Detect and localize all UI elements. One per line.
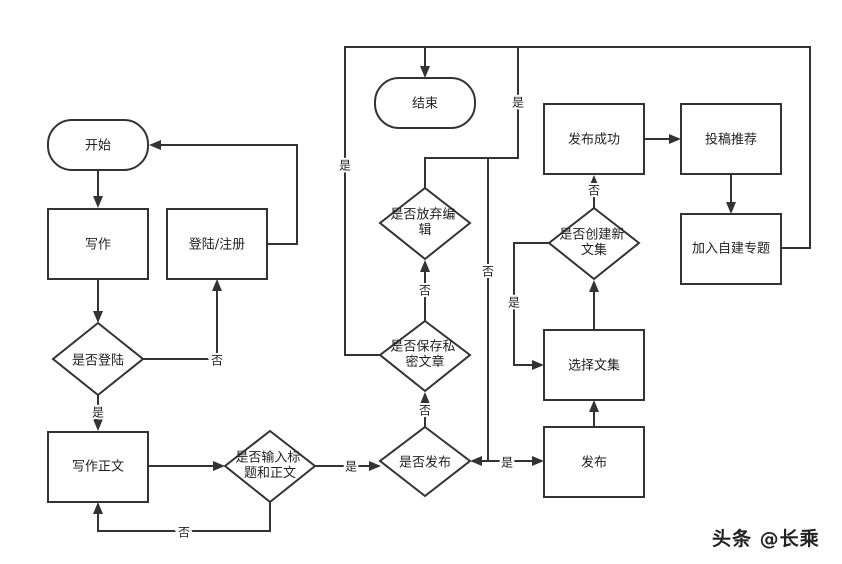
node-is-logged-in: 是否登陆 — [51, 321, 145, 397]
arrowhead — [369, 461, 381, 471]
node-select-collection-label: 选择文集 — [568, 358, 620, 374]
node-write-body-label: 写作正文 — [72, 460, 124, 475]
node-login-register: 登陆/注册 — [166, 208, 268, 280]
edge-label-no: 否 — [419, 404, 431, 418]
node-login-register-label: 登陆/注册 — [189, 237, 245, 253]
arrowhead — [532, 360, 544, 370]
node-write-body: 写作正文 — [47, 431, 149, 503]
node-write: 写作 — [47, 208, 149, 280]
edge-abandon-check-yes — [424, 46, 519, 188]
arrowhead — [213, 461, 225, 471]
node-publish-success-label: 发布成功 — [568, 132, 620, 148]
edge-title-check-no — [97, 502, 271, 532]
arrowhead — [589, 175, 599, 187]
arrowhead — [93, 196, 103, 208]
node-has-title-body: 是否输入标 题和正文 — [223, 429, 317, 504]
node-publish-label: 发布 — [581, 455, 607, 471]
arrowhead — [669, 134, 681, 144]
arrowhead — [589, 400, 599, 412]
edge-topic-to-end — [518, 46, 811, 249]
edge-label-no: 否 — [178, 526, 190, 540]
node-publish: 发布 — [543, 426, 645, 498]
edge-label-no: 否 — [482, 265, 494, 279]
edge-label-no: 否 — [211, 354, 223, 368]
node-end: 结束 — [374, 77, 476, 129]
node-select-collection: 选择文集 — [543, 329, 645, 401]
edge-label-yes: 是 — [92, 406, 104, 420]
edge-label-yes: 是 — [339, 159, 351, 173]
node-has-title-body-label: 是否输入标 题和正文 — [235, 449, 304, 481]
arrowhead — [93, 311, 103, 323]
node-publish-success: 发布成功 — [543, 103, 645, 175]
arrowhead — [532, 456, 544, 466]
edge-label-yes: 是 — [501, 456, 513, 470]
edge-register-to-start — [160, 144, 298, 245]
node-is-save-private: 是否保存私 密文章 — [378, 319, 472, 393]
node-is-publish: 是否发布 — [378, 425, 472, 498]
edge-label-no: 否 — [419, 284, 431, 298]
node-join-topic-label: 加入自建专题 — [692, 242, 770, 257]
node-start: 开始 — [47, 119, 149, 171]
arrowhead — [420, 392, 430, 404]
node-submit-recommend-label: 投稿推荐 — [705, 132, 757, 148]
node-is-abandon-edit-label: 是否放弃编 辑 — [390, 207, 459, 238]
arrowhead — [420, 66, 430, 78]
arrowhead — [420, 260, 430, 272]
arrowhead — [726, 202, 736, 214]
edge-login-check-no — [143, 289, 218, 360]
watermark-logo: 头条 @长乘 — [712, 528, 820, 550]
edge-label-yes: 是 — [345, 460, 357, 474]
node-is-abandon-edit: 是否放弃编 辑 — [378, 186, 472, 261]
node-start-label: 开始 — [85, 139, 111, 154]
node-is-logged-in-label: 是否登陆 — [72, 353, 124, 369]
arrowhead — [212, 279, 222, 291]
edge-abandon-check-no — [482, 158, 489, 462]
node-is-create-collection: 是否创建新 文集 — [547, 206, 641, 281]
node-is-save-private-label: 是否保存私 密文章 — [390, 339, 459, 370]
arrowhead — [93, 419, 103, 431]
arrowhead — [589, 280, 599, 292]
node-submit-recommend: 投稿推荐 — [680, 103, 782, 175]
arrowhead — [470, 456, 482, 466]
edge-save-check-yes — [344, 46, 426, 356]
edge-label-yes: 是 — [508, 296, 520, 310]
edge-create-check-yes — [513, 242, 549, 366]
node-end-label: 结束 — [412, 97, 438, 112]
edge-label-yes: 是 — [512, 96, 524, 110]
node-is-publish-label: 是否发布 — [399, 455, 451, 471]
node-write-label: 写作 — [85, 238, 111, 253]
edge-label-no: 否 — [588, 184, 600, 198]
node-is-create-collection-label: 是否创建新 文集 — [559, 226, 628, 258]
arrowhead — [93, 502, 103, 514]
arrowhead — [149, 140, 161, 150]
node-join-topic: 加入自建专题 — [680, 213, 782, 285]
